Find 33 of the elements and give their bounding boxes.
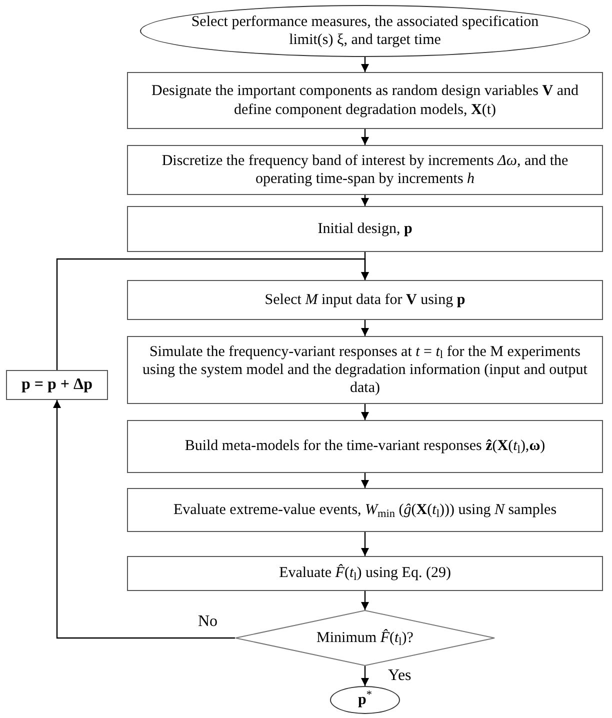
arrow (361, 591, 369, 610)
process-box (127, 280, 603, 320)
arrow (56, 258, 369, 370)
arrow (361, 195, 369, 206)
process-box (127, 420, 603, 473)
step-text: Select M input data for V using p (264, 290, 466, 310)
process-box (127, 72, 603, 129)
arrow (361, 129, 369, 145)
update-box (6, 370, 108, 400)
process-box (127, 488, 603, 532)
arrow (361, 57, 369, 72)
process-box (127, 336, 603, 404)
process-box (127, 206, 603, 252)
arrow (53, 400, 235, 639)
step-text: Build meta-models for the time-variant responses ẑ(X(t$_{l}$),ω) (184, 437, 546, 456)
arrow (361, 666, 369, 686)
step-text: Initial design, p (316, 220, 414, 238)
arrow (361, 320, 369, 336)
arrow (361, 532, 369, 556)
step-text: Evaluate extreme-value events, W$_{min}$ (ĝ(X(t$_{l}$))) using N samples (172, 500, 558, 520)
arrow (361, 404, 369, 420)
step-text: Select performance measures, the associated specification limit(s) ξ, and target time (190, 12, 540, 50)
step-text: Minimum F̂(t$_{l}$)? (316, 628, 414, 648)
decision-diamond (235, 610, 495, 666)
process-box (127, 556, 603, 591)
step-text: Designate the important components as random design variables V and define component degradation models, X(t) (150, 82, 580, 119)
step-text: p = p + Δp (20, 375, 94, 395)
step-text: p$^{*}$ (357, 690, 373, 710)
arrow (361, 473, 369, 488)
process-box (127, 145, 603, 195)
step-text: Discretize the frequency band of interest by increments Δω, and the operating time-span by increments h (160, 152, 570, 188)
step-text: Evaluate F̂(t$_{l}$) using Eq. (29) (278, 564, 452, 583)
step-text: Simulate the frequency-variant responses at t = t$_{l}$ for the M experiments using the system model and the degradation information (input and output data) (142, 342, 588, 398)
